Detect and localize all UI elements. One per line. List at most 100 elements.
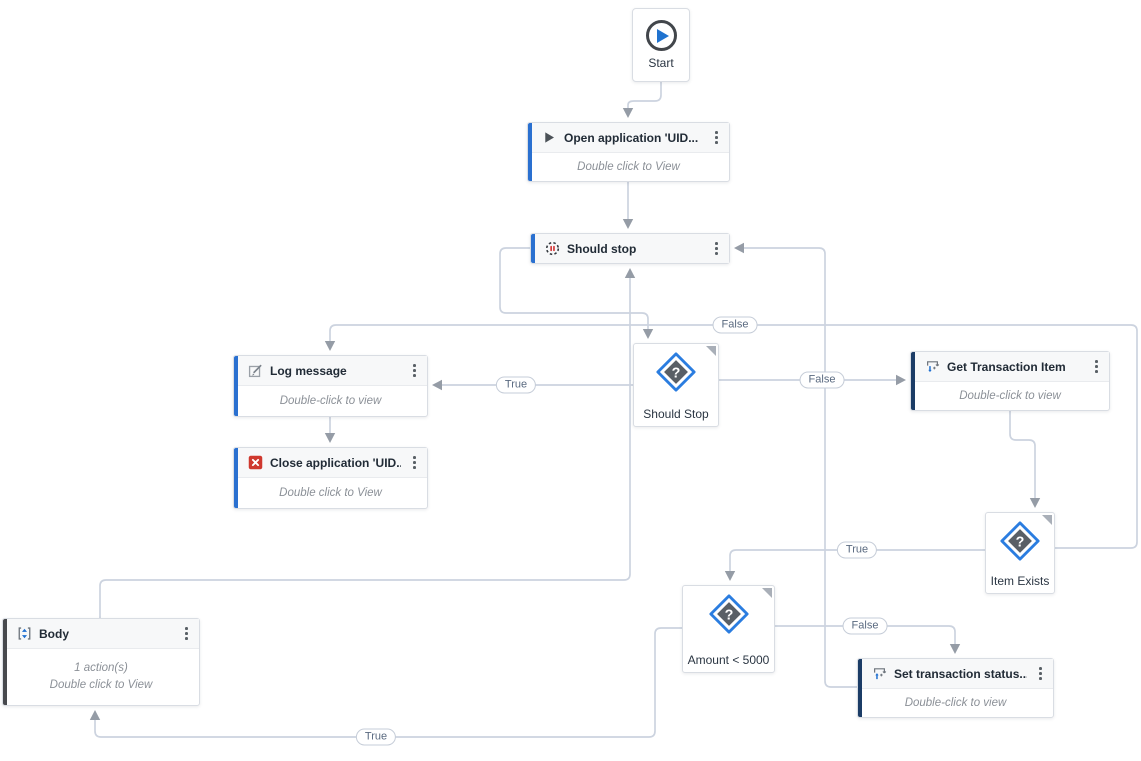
- arrowhead-icon: [734, 242, 744, 254]
- play-icon: [541, 130, 557, 146]
- node-menu-button[interactable]: [710, 239, 723, 258]
- accent-stripe: [528, 123, 532, 181]
- arrowhead-icon: [624, 268, 636, 278]
- connector-body-to-shouldstop[interactable]: [99, 277, 631, 618]
- arrowhead-icon: [89, 710, 101, 720]
- svg-text:?: ?: [1016, 534, 1025, 550]
- start-node[interactable]: Start: [632, 8, 690, 82]
- decision-label: Amount < 5000: [687, 653, 770, 667]
- corner-fold-icon: [762, 588, 772, 598]
- connector-shouldstop-to-decision[interactable]: [499, 247, 649, 330]
- node-body: 1 action(s) Double click to View: [3, 649, 199, 705]
- corner-fold-icon: [706, 346, 716, 356]
- decision-label: Item Exists: [990, 574, 1050, 588]
- set-transaction-icon: [871, 666, 887, 682]
- connector-amount-true-to-body[interactable]: [94, 627, 682, 738]
- node-menu-button[interactable]: [180, 624, 193, 643]
- close-app-icon: [247, 455, 263, 471]
- should-stop-icon: [544, 241, 560, 257]
- node-header: Get Transaction Item: [911, 352, 1109, 382]
- decision-label: Should Stop: [643, 407, 709, 421]
- edge-label-true: True: [495, 376, 537, 394]
- accent-stripe: [3, 619, 7, 705]
- node-title: Open application 'UID...: [564, 130, 699, 145]
- question-diamond-icon: ?: [655, 351, 697, 393]
- node-menu-button[interactable]: [408, 361, 421, 380]
- arrowhead-icon: [896, 374, 906, 386]
- amount-decision[interactable]: ? Amount < 5000: [682, 585, 775, 673]
- get-transaction-icon: [924, 359, 940, 375]
- accent-stripe: [531, 234, 535, 263]
- accent-stripe: [234, 356, 238, 416]
- node-subtitle: 1 action(s): [74, 662, 128, 675]
- node-title: Log message: [270, 363, 347, 378]
- accent-stripe: [234, 448, 238, 508]
- node-menu-button[interactable]: [710, 128, 723, 147]
- arrowhead-icon: [622, 219, 634, 229]
- node-body: Double-click to view: [234, 386, 427, 416]
- arrowhead-icon: [724, 571, 736, 581]
- should-stop-decision[interactable]: ? Should Stop: [633, 343, 719, 427]
- node-body: Double-click to view: [911, 382, 1109, 410]
- arrowhead-icon: [642, 329, 654, 339]
- arrowhead-icon: [1029, 498, 1041, 508]
- node-menu-button[interactable]: [408, 453, 421, 472]
- accent-stripe: [911, 352, 915, 410]
- node-title: Set transaction status...: [894, 666, 1028, 681]
- node-header: Log message: [234, 356, 427, 386]
- start-play-icon: [645, 20, 677, 51]
- close-application-node[interactable]: Close application 'UID... Double click to…: [233, 447, 428, 509]
- arrowhead-icon: [324, 433, 336, 443]
- node-menu-button[interactable]: [1090, 357, 1103, 376]
- node-header: Body: [3, 619, 199, 649]
- arrowhead-icon: [324, 341, 336, 351]
- node-subtitle: Double-click to view: [959, 389, 1061, 402]
- node-title: Body: [39, 626, 69, 641]
- node-body: Double-click to view: [858, 689, 1053, 717]
- node-subtitle: Double-click to view: [279, 394, 382, 407]
- node-header: Close application 'UID...: [234, 448, 427, 478]
- connector-itemexists-false-to-log[interactable]: [329, 324, 1138, 549]
- start-label: Start: [648, 56, 674, 70]
- edge-label-true: True: [836, 541, 878, 559]
- svg-text:?: ?: [724, 607, 733, 623]
- edge-label-false: False: [842, 617, 888, 635]
- open-application-node[interactable]: Open application 'UID... Double click to …: [527, 122, 730, 182]
- node-subtitle: Double click to View: [577, 160, 680, 173]
- edge-label-false: False: [712, 316, 758, 334]
- body-sequence-icon: [16, 626, 32, 642]
- log-message-icon: [247, 363, 263, 379]
- node-subtitle: Double-click to view: [904, 696, 1007, 709]
- corner-fold-icon: [1042, 515, 1052, 525]
- node-body: Double click to View: [528, 153, 729, 181]
- question-diamond-icon: ?: [999, 520, 1041, 562]
- node-title: Should stop: [567, 241, 637, 256]
- connector-set-to-shouldstop[interactable]: [743, 247, 857, 688]
- arrowhead-icon: [432, 379, 442, 391]
- item-exists-decision[interactable]: ? Item Exists: [985, 512, 1055, 594]
- node-body: Double click to View: [234, 478, 427, 508]
- question-diamond-icon: ?: [708, 593, 750, 635]
- connector-amount-false-to-set[interactable]: [775, 625, 956, 645]
- edge-label-false: False: [799, 371, 845, 389]
- connector-itemexists-true-to-amount[interactable]: [729, 549, 985, 572]
- arrowhead-icon: [622, 108, 634, 118]
- node-subtitle: Double click to View: [279, 486, 382, 499]
- connector-start-to-open[interactable]: [627, 82, 662, 109]
- set-transaction-status-node[interactable]: Set transaction status... Double-click to…: [857, 658, 1054, 718]
- node-header: Open application 'UID...: [528, 123, 729, 153]
- connector-gti-to-itemexists[interactable]: [1009, 411, 1036, 499]
- node-title: Close application 'UID...: [270, 455, 402, 470]
- arrowhead-icon: [949, 644, 961, 654]
- should-stop-node[interactable]: Should stop: [530, 233, 730, 264]
- node-subtitle: Double click to View: [49, 679, 153, 691]
- svg-text:?: ?: [672, 365, 681, 381]
- body-node[interactable]: Body 1 action(s) Double click to View: [2, 618, 200, 706]
- node-menu-button[interactable]: [1034, 664, 1047, 683]
- node-header: Should stop: [531, 234, 729, 263]
- accent-stripe: [858, 659, 862, 717]
